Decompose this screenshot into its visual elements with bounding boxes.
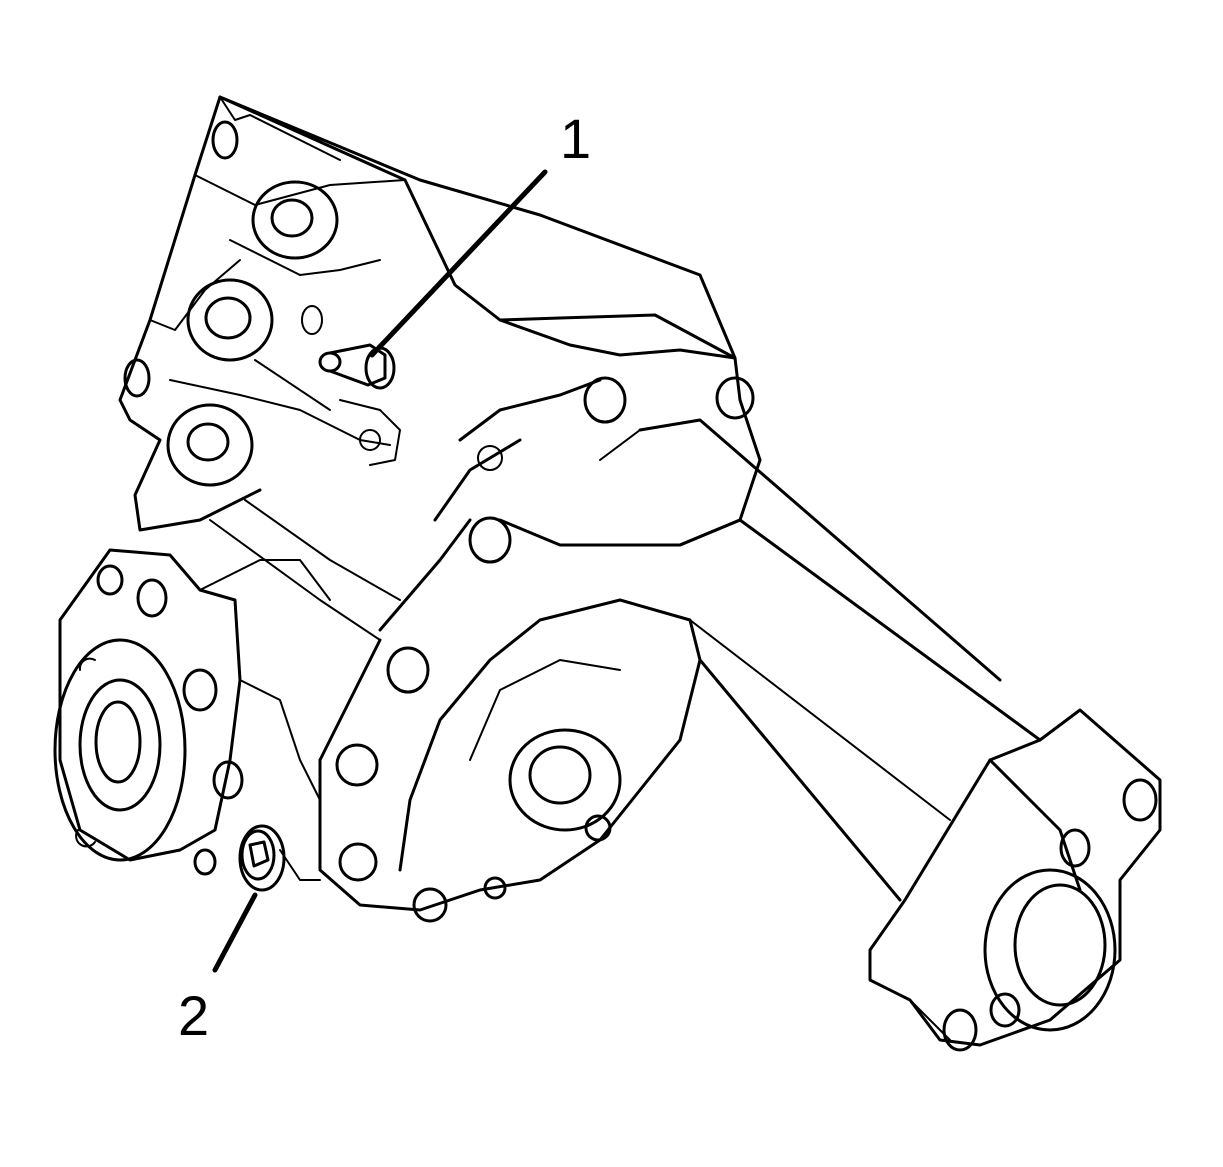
callout-1-leader [369, 169, 548, 358]
callout-2-leader [212, 892, 258, 973]
vent-fitting [301, 305, 401, 466]
front-output-housing [53, 548, 331, 876]
callout-1-label: 1 [560, 107, 591, 170]
callout-1: 1 [369, 107, 591, 358]
callout-2: 2 [178, 892, 258, 1047]
callout-2-label: 2 [178, 984, 209, 1047]
mounting-flange-plate [118, 95, 737, 641]
rear-extension-housing [638, 418, 1162, 1052]
main-case-body [318, 318, 762, 923]
fill-plug [238, 824, 321, 892]
